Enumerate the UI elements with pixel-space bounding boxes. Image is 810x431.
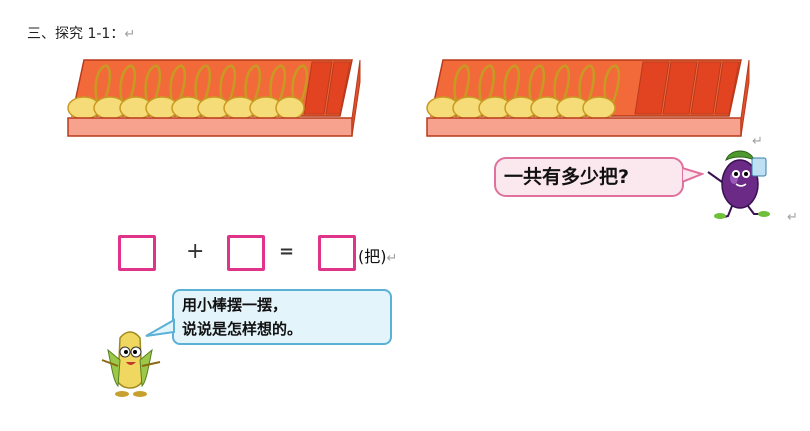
hint-line-2: 说说是怎样想的。 (182, 320, 303, 338)
section-heading: 三、探究 1-1：↵ (27, 26, 136, 42)
answer-box-3[interactable] (318, 235, 356, 271)
answer-box-1[interactable] (118, 235, 156, 271)
corn-character-image (101, 331, 161, 397)
hint-speech-bubble: 用小棒摆一摆， 说说是怎样想的。 (172, 289, 392, 345)
hint-bubble-tail-icon (145, 318, 175, 337)
paragraph-mark: ↵ (752, 134, 763, 149)
unit-label: (把)↵ (358, 247, 398, 266)
bubble-tail-icon (682, 166, 704, 184)
eggplant-character-image (707, 150, 770, 219)
plus-sign: + (186, 239, 205, 264)
question-speech-bubble: 一共有多少把? (494, 157, 684, 197)
equals-sign: = (279, 241, 295, 262)
hint-line-1: 用小棒摆一摆， (182, 296, 288, 314)
paragraph-mark: ↵ (787, 210, 798, 225)
left-spoon-tray-image (67, 59, 361, 137)
right-spoon-tray-image (426, 59, 750, 137)
answer-box-2[interactable] (227, 235, 265, 271)
